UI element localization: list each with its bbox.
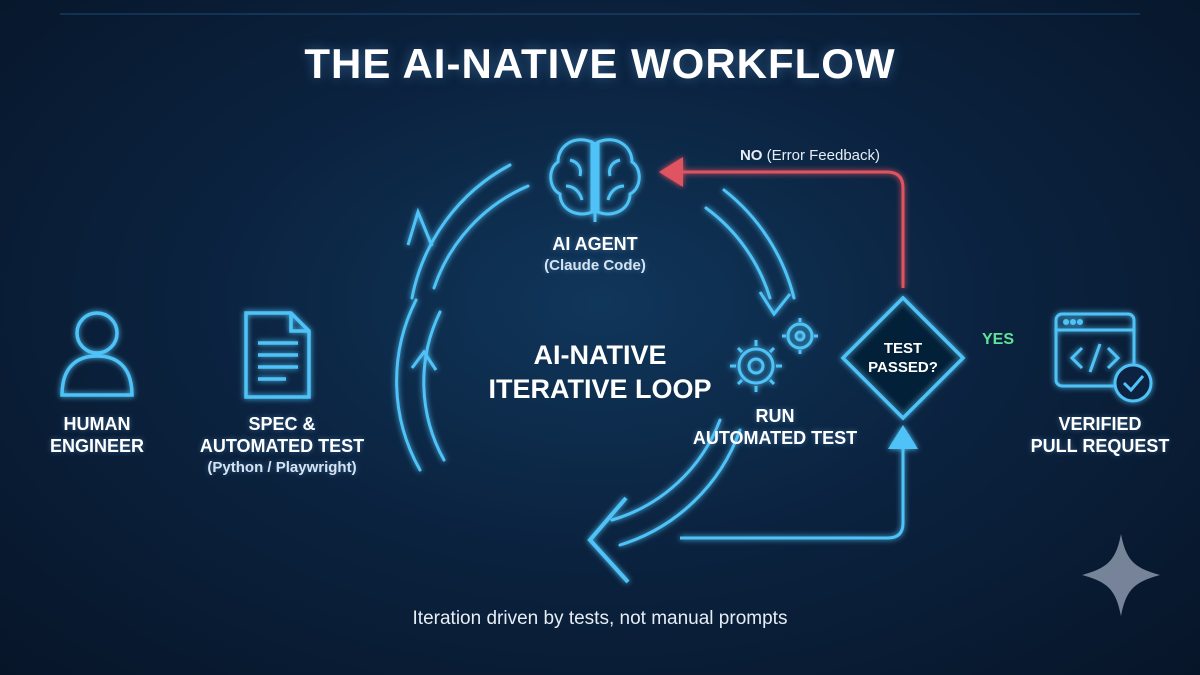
arrow-loop-to-decision xyxy=(680,425,918,540)
agent-line1: AI AGENT xyxy=(552,234,638,254)
page-title: THE AI-NATIVE WORKFLOW xyxy=(304,40,896,87)
run-line2: AUTOMATED TEST xyxy=(692,428,858,448)
loop-arrowhead-left xyxy=(410,349,438,371)
loop-arrowhead-right xyxy=(758,291,792,317)
decision-label: TEST PASSED? xyxy=(853,339,953,377)
run-line1: RUN xyxy=(755,406,795,426)
verified-line1: VERIFIED xyxy=(1058,414,1142,434)
footer-caption: Iteration driven by tests, not manual pr… xyxy=(412,608,788,629)
ai-agent-label: AI AGENT (Claude Code) xyxy=(515,233,675,277)
spec-sub: (Python / Playwright) xyxy=(207,459,357,476)
loop-line1: AI-NATIVE xyxy=(533,340,667,370)
loop-line2: ITERATIVE LOOP xyxy=(488,374,712,404)
loop-rings xyxy=(395,163,796,547)
code-window-icon xyxy=(1054,312,1136,388)
human-line1: HUMAN xyxy=(63,414,131,434)
yes-label: YES xyxy=(981,331,1014,348)
spec-line2: AUTOMATED TEST xyxy=(199,436,365,456)
sparkle-icon xyxy=(1082,534,1160,616)
loop-arrowhead-bottom xyxy=(587,496,630,584)
diamond-icon xyxy=(840,295,966,421)
verified-line2: PULL REQUEST xyxy=(1030,436,1170,456)
no-rest: (Error Feedback) xyxy=(762,147,881,164)
gears-icon xyxy=(730,318,818,392)
check-circle-icon xyxy=(1113,363,1153,403)
decision-line2: PASSED? xyxy=(868,359,938,376)
no-bold: NO xyxy=(739,147,763,164)
decision-line1: TEST xyxy=(883,340,923,357)
agent-sub: (Claude Code) xyxy=(544,257,646,274)
person-icon xyxy=(60,311,134,397)
spec-label: SPEC & AUTOMATED TEST (Python / Playwrig… xyxy=(182,413,382,479)
no-label: NO (Error Feedback) xyxy=(700,147,920,164)
run-test-label: RUN AUTOMATED TEST xyxy=(685,405,865,449)
human-line2: ENGINEER xyxy=(49,436,145,456)
spec-line1: SPEC & xyxy=(248,414,316,434)
document-icon xyxy=(244,311,311,399)
loop-label: AI-NATIVE ITERATIVE LOOP xyxy=(470,338,730,406)
verified-label: VERIFIED PULL REQUEST xyxy=(1025,413,1175,457)
loop-arrowhead-top xyxy=(406,207,434,247)
human-engineer-label: HUMAN ENGINEER xyxy=(37,413,157,457)
arrow-error-feedback xyxy=(659,157,905,288)
brain-icon xyxy=(549,138,641,222)
